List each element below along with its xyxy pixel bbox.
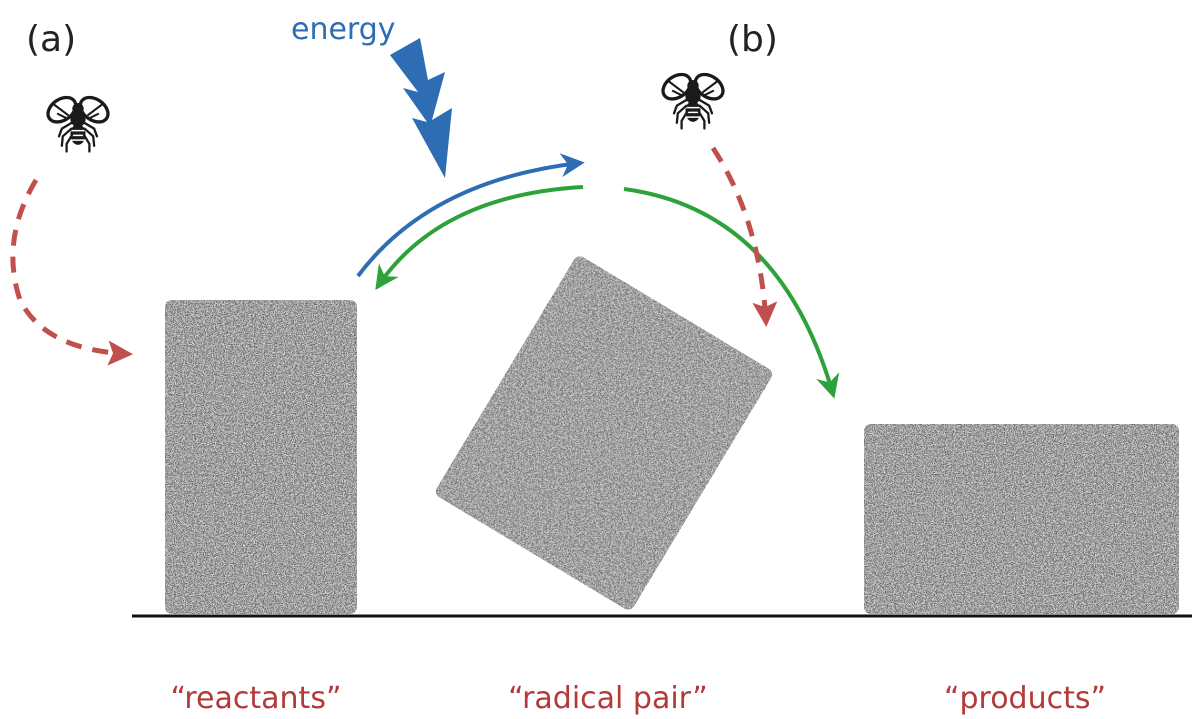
radical-pair-block [433,253,775,613]
lightning-bolt-icon [390,38,452,178]
radical-pair-caption: “radical pair” [508,681,708,716]
fly-arrow-b [710,146,778,327]
panel-label-a: (a) [26,19,76,60]
products-block [864,424,1179,614]
fly-icon-a [41,90,115,154]
energy-label: energy [291,12,396,47]
fly-icon-b [656,67,730,131]
energy-arrow [356,153,585,278]
reactants-block [165,300,357,614]
reactants-caption: “reactants” [170,681,341,716]
fly-arrow-a [10,178,133,366]
return-arrow [375,185,584,290]
products-caption: “products” [944,681,1106,716]
panel-label-b: (b) [727,19,778,60]
